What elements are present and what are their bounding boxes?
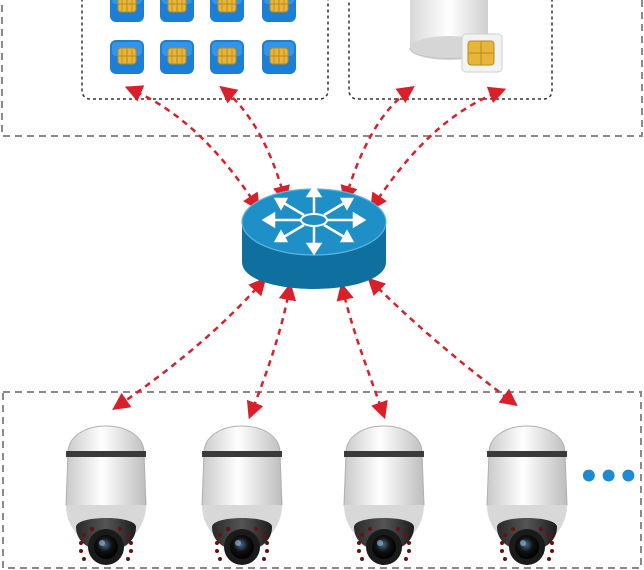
arrow-router-to-storage-right	[370, 86, 507, 211]
ptz-camera-icon	[201, 425, 283, 566]
arrow-router-to-storage-left	[340, 86, 415, 204]
sim-card-icon	[109, 0, 145, 23]
arrow-router-to-camera-4	[367, 277, 518, 407]
camera-zone-box	[2, 391, 642, 569]
sim-card-icon	[109, 39, 145, 75]
sim-card-icon	[261, 39, 297, 75]
sim-card-icon	[159, 0, 195, 23]
sim-card-icon	[261, 0, 297, 23]
storage-server-icon	[409, 0, 503, 73]
ptz-camera-icon	[343, 425, 425, 566]
arrow-router-to-camera-3	[336, 282, 388, 420]
arrow-router-to-sim-left	[124, 85, 260, 211]
sim-card-icon	[159, 39, 195, 75]
more-cameras-indicator: •••	[578, 457, 639, 497]
router-icon	[241, 184, 387, 289]
sim-card-icon	[209, 39, 245, 75]
ptz-camera-icon	[65, 425, 147, 566]
ptz-camera-icon	[486, 425, 568, 566]
arrow-router-to-camera-2	[246, 282, 297, 420]
sim-card-grid	[109, 0, 297, 75]
arrow-router-to-camera-1	[112, 277, 267, 410]
arrow-router-to-sim-right	[219, 85, 290, 204]
storage-zone-outer-box	[1, 0, 643, 137]
sim-card-icon	[209, 0, 245, 23]
connection-arrows	[112, 85, 518, 420]
